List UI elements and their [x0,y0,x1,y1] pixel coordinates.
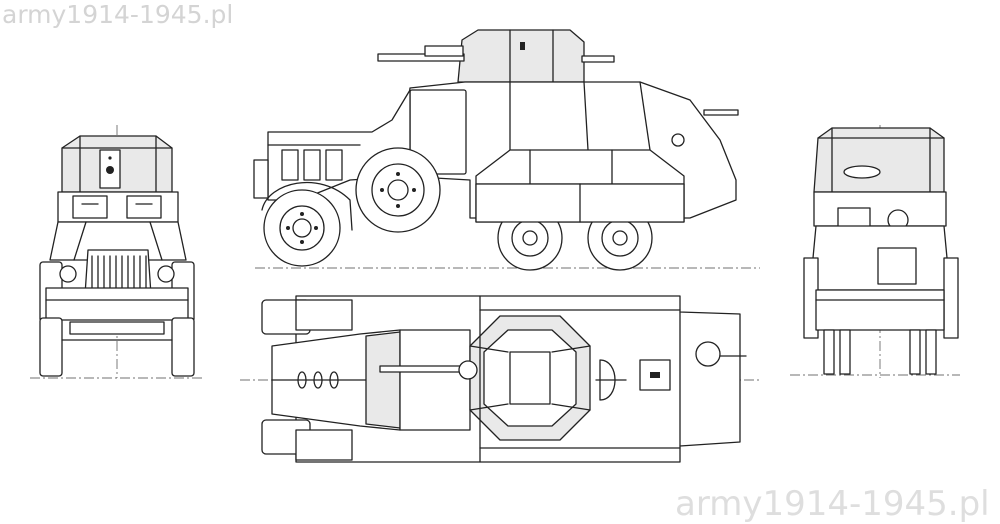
front-view [30,125,205,379]
side-wheel-front [263,189,341,267]
top-main-gun [379,365,461,373]
side-view [253,29,760,271]
rear-door [877,247,917,285]
side-turret [457,29,585,83]
watermark-bottom: army1914-1945.pl [675,484,990,524]
front-headlight-right [157,265,175,283]
top-view [240,295,760,463]
watermark-top: army1914-1945.pl [2,0,234,29]
rear-wheels [823,329,937,375]
rear-lower-body [815,289,945,331]
side-radiator [253,159,269,199]
side-wheel-spare [355,147,441,233]
front-headlight-left [59,265,77,283]
rear-view [790,125,960,378]
top-rear-hatch [639,359,671,391]
side-main-gun [377,53,465,62]
